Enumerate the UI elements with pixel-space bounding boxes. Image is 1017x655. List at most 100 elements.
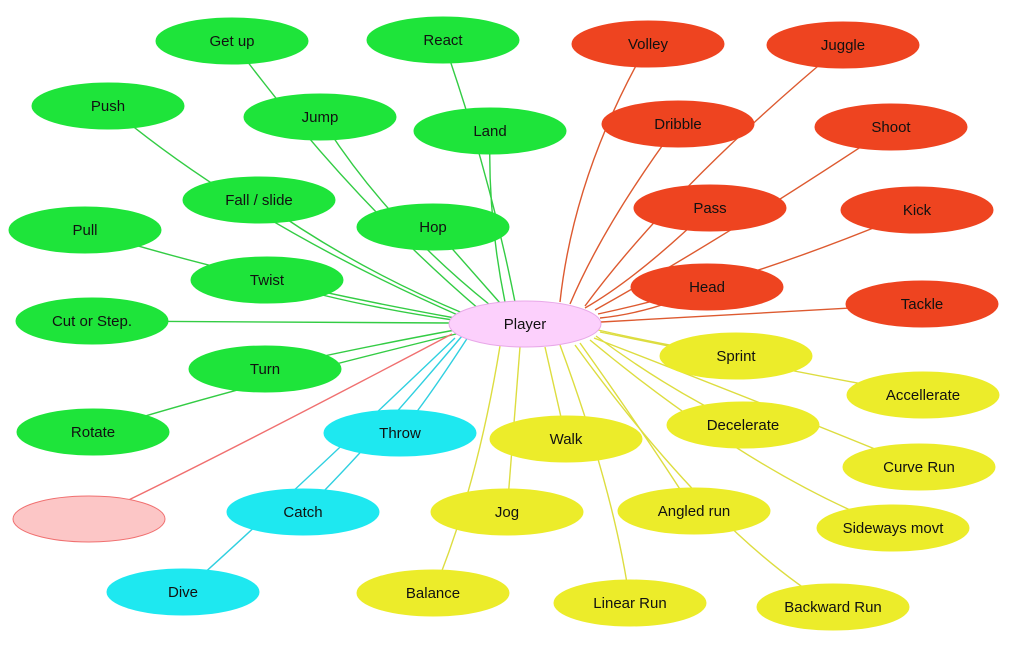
node-walk-shape bbox=[489, 415, 643, 463]
node-sprint[interactable]: Sprint bbox=[659, 332, 813, 380]
node-balance-label: Balance bbox=[406, 585, 460, 602]
node-accellerate[interactable]: Accellerate bbox=[846, 371, 1000, 419]
node-pass-shape bbox=[633, 184, 787, 232]
node-angled-run[interactable]: Angled run bbox=[617, 487, 771, 535]
node-jump[interactable]: Jump bbox=[243, 93, 397, 141]
node-sideways-movt-shape bbox=[816, 504, 970, 552]
node-juggle[interactable]: Juggle bbox=[766, 21, 920, 69]
node-walk-label: Walk bbox=[550, 431, 583, 448]
node-sideways-movt[interactable]: Sideways movt bbox=[816, 504, 970, 552]
connector-juggle bbox=[584, 44, 844, 307]
node-cut-step-label: Cut or Step. bbox=[52, 313, 132, 330]
node-angled-run-label: Angled run bbox=[658, 503, 731, 520]
node-jump-shape bbox=[243, 93, 397, 141]
node-land-label: Land bbox=[473, 123, 506, 140]
node-get-up-label: Get up bbox=[209, 33, 254, 50]
node-angled-run-shape bbox=[617, 487, 771, 535]
node-head-label: Head bbox=[689, 279, 725, 296]
node-kick-shape bbox=[840, 186, 994, 234]
node-decelerate[interactable]: Decelerate bbox=[666, 401, 820, 449]
node-dribble-shape bbox=[601, 100, 755, 148]
node-kick-label: Kick bbox=[903, 202, 932, 219]
node-curve-run-label: Curve Run bbox=[883, 459, 955, 476]
node-sideways-movt-label: Sideways movt bbox=[843, 520, 945, 537]
node-jog[interactable]: Jog bbox=[430, 488, 584, 536]
node-hop-label: Hop bbox=[419, 219, 447, 236]
node-unlabeled-shape bbox=[12, 495, 166, 543]
node-curve-run[interactable]: Curve Run bbox=[842, 443, 996, 491]
node-twist[interactable]: Twist bbox=[190, 256, 344, 304]
node-sprint-shape bbox=[659, 332, 813, 380]
node-react[interactable]: React bbox=[366, 16, 520, 64]
node-catch-label: Catch bbox=[283, 504, 322, 521]
node-shoot[interactable]: Shoot bbox=[814, 103, 968, 151]
node-jog-label: Jog bbox=[495, 504, 519, 521]
node-turn-label: Turn bbox=[250, 361, 280, 378]
node-throw[interactable]: Throw bbox=[323, 409, 477, 457]
node-push-label: Push bbox=[91, 98, 125, 115]
node-unlabeled[interactable] bbox=[12, 495, 166, 543]
node-backward-run-label: Backward Run bbox=[784, 599, 882, 616]
node-shoot-shape bbox=[814, 103, 968, 151]
node-juggle-label: Juggle bbox=[821, 37, 865, 54]
connector-backward-run bbox=[574, 344, 834, 608]
node-fall-slide[interactable]: Fall / slide bbox=[182, 176, 336, 224]
node-react-shape bbox=[366, 16, 520, 64]
node-linear-run-shape bbox=[553, 579, 707, 627]
node-get-up[interactable]: Get up bbox=[155, 17, 309, 65]
node-push[interactable]: Push bbox=[31, 82, 185, 130]
node-balance-shape bbox=[356, 569, 510, 617]
node-pull-label: Pull bbox=[72, 222, 97, 239]
node-land[interactable]: Land bbox=[413, 107, 567, 155]
connector-linear-run bbox=[559, 344, 631, 604]
node-throw-shape bbox=[323, 409, 477, 457]
node-tackle[interactable]: Tackle bbox=[845, 280, 999, 328]
node-shoot-label: Shoot bbox=[871, 119, 911, 136]
node-hop[interactable]: Hop bbox=[356, 203, 510, 251]
node-cut-step[interactable]: Cut or Step. bbox=[15, 297, 169, 345]
node-head-shape bbox=[630, 263, 784, 311]
node-rotate[interactable]: Rotate bbox=[16, 408, 170, 456]
node-dive[interactable]: Dive bbox=[106, 568, 260, 616]
center-node-player-shape bbox=[448, 300, 602, 348]
node-head[interactable]: Head bbox=[630, 263, 784, 311]
center-node-player[interactable]: Player bbox=[448, 300, 602, 348]
node-tackle-label: Tackle bbox=[901, 296, 944, 313]
node-jog-shape bbox=[430, 488, 584, 536]
node-pull[interactable]: Pull bbox=[8, 206, 162, 254]
node-get-up-shape bbox=[155, 17, 309, 65]
node-backward-run[interactable]: Backward Run bbox=[756, 583, 910, 631]
node-decelerate-shape bbox=[666, 401, 820, 449]
node-volley[interactable]: Volley bbox=[571, 20, 725, 68]
node-push-shape bbox=[31, 82, 185, 130]
node-catch[interactable]: Catch bbox=[226, 488, 380, 536]
node-volley-label: Volley bbox=[628, 36, 669, 53]
node-fall-slide-label: Fall / slide bbox=[225, 192, 293, 209]
node-decelerate-label: Decelerate bbox=[707, 417, 780, 434]
node-pass-label: Pass bbox=[693, 200, 726, 217]
node-dribble[interactable]: Dribble bbox=[601, 100, 755, 148]
node-accellerate-label: Accellerate bbox=[886, 387, 960, 404]
node-turn[interactable]: Turn bbox=[188, 345, 342, 393]
node-linear-run-label: Linear Run bbox=[593, 595, 666, 612]
node-cut-step-shape bbox=[15, 297, 169, 345]
node-accellerate-shape bbox=[846, 371, 1000, 419]
node-tackle-shape bbox=[845, 280, 999, 328]
node-pull-shape bbox=[8, 206, 162, 254]
node-throw-label: Throw bbox=[379, 425, 421, 442]
node-juggle-shape bbox=[766, 21, 920, 69]
node-walk[interactable]: Walk bbox=[489, 415, 643, 463]
node-react-label: React bbox=[423, 32, 463, 49]
node-linear-run[interactable]: Linear Run bbox=[553, 579, 707, 627]
node-dive-label: Dive bbox=[168, 584, 198, 601]
node-sprint-label: Sprint bbox=[716, 348, 756, 365]
node-dive-shape bbox=[106, 568, 260, 616]
node-pass[interactable]: Pass bbox=[633, 184, 787, 232]
node-kick[interactable]: Kick bbox=[840, 186, 994, 234]
node-volley-shape bbox=[571, 20, 725, 68]
node-balance[interactable]: Balance bbox=[356, 569, 510, 617]
node-curve-run-shape bbox=[842, 443, 996, 491]
node-backward-run-shape bbox=[756, 583, 910, 631]
connector-dribble bbox=[569, 123, 679, 305]
